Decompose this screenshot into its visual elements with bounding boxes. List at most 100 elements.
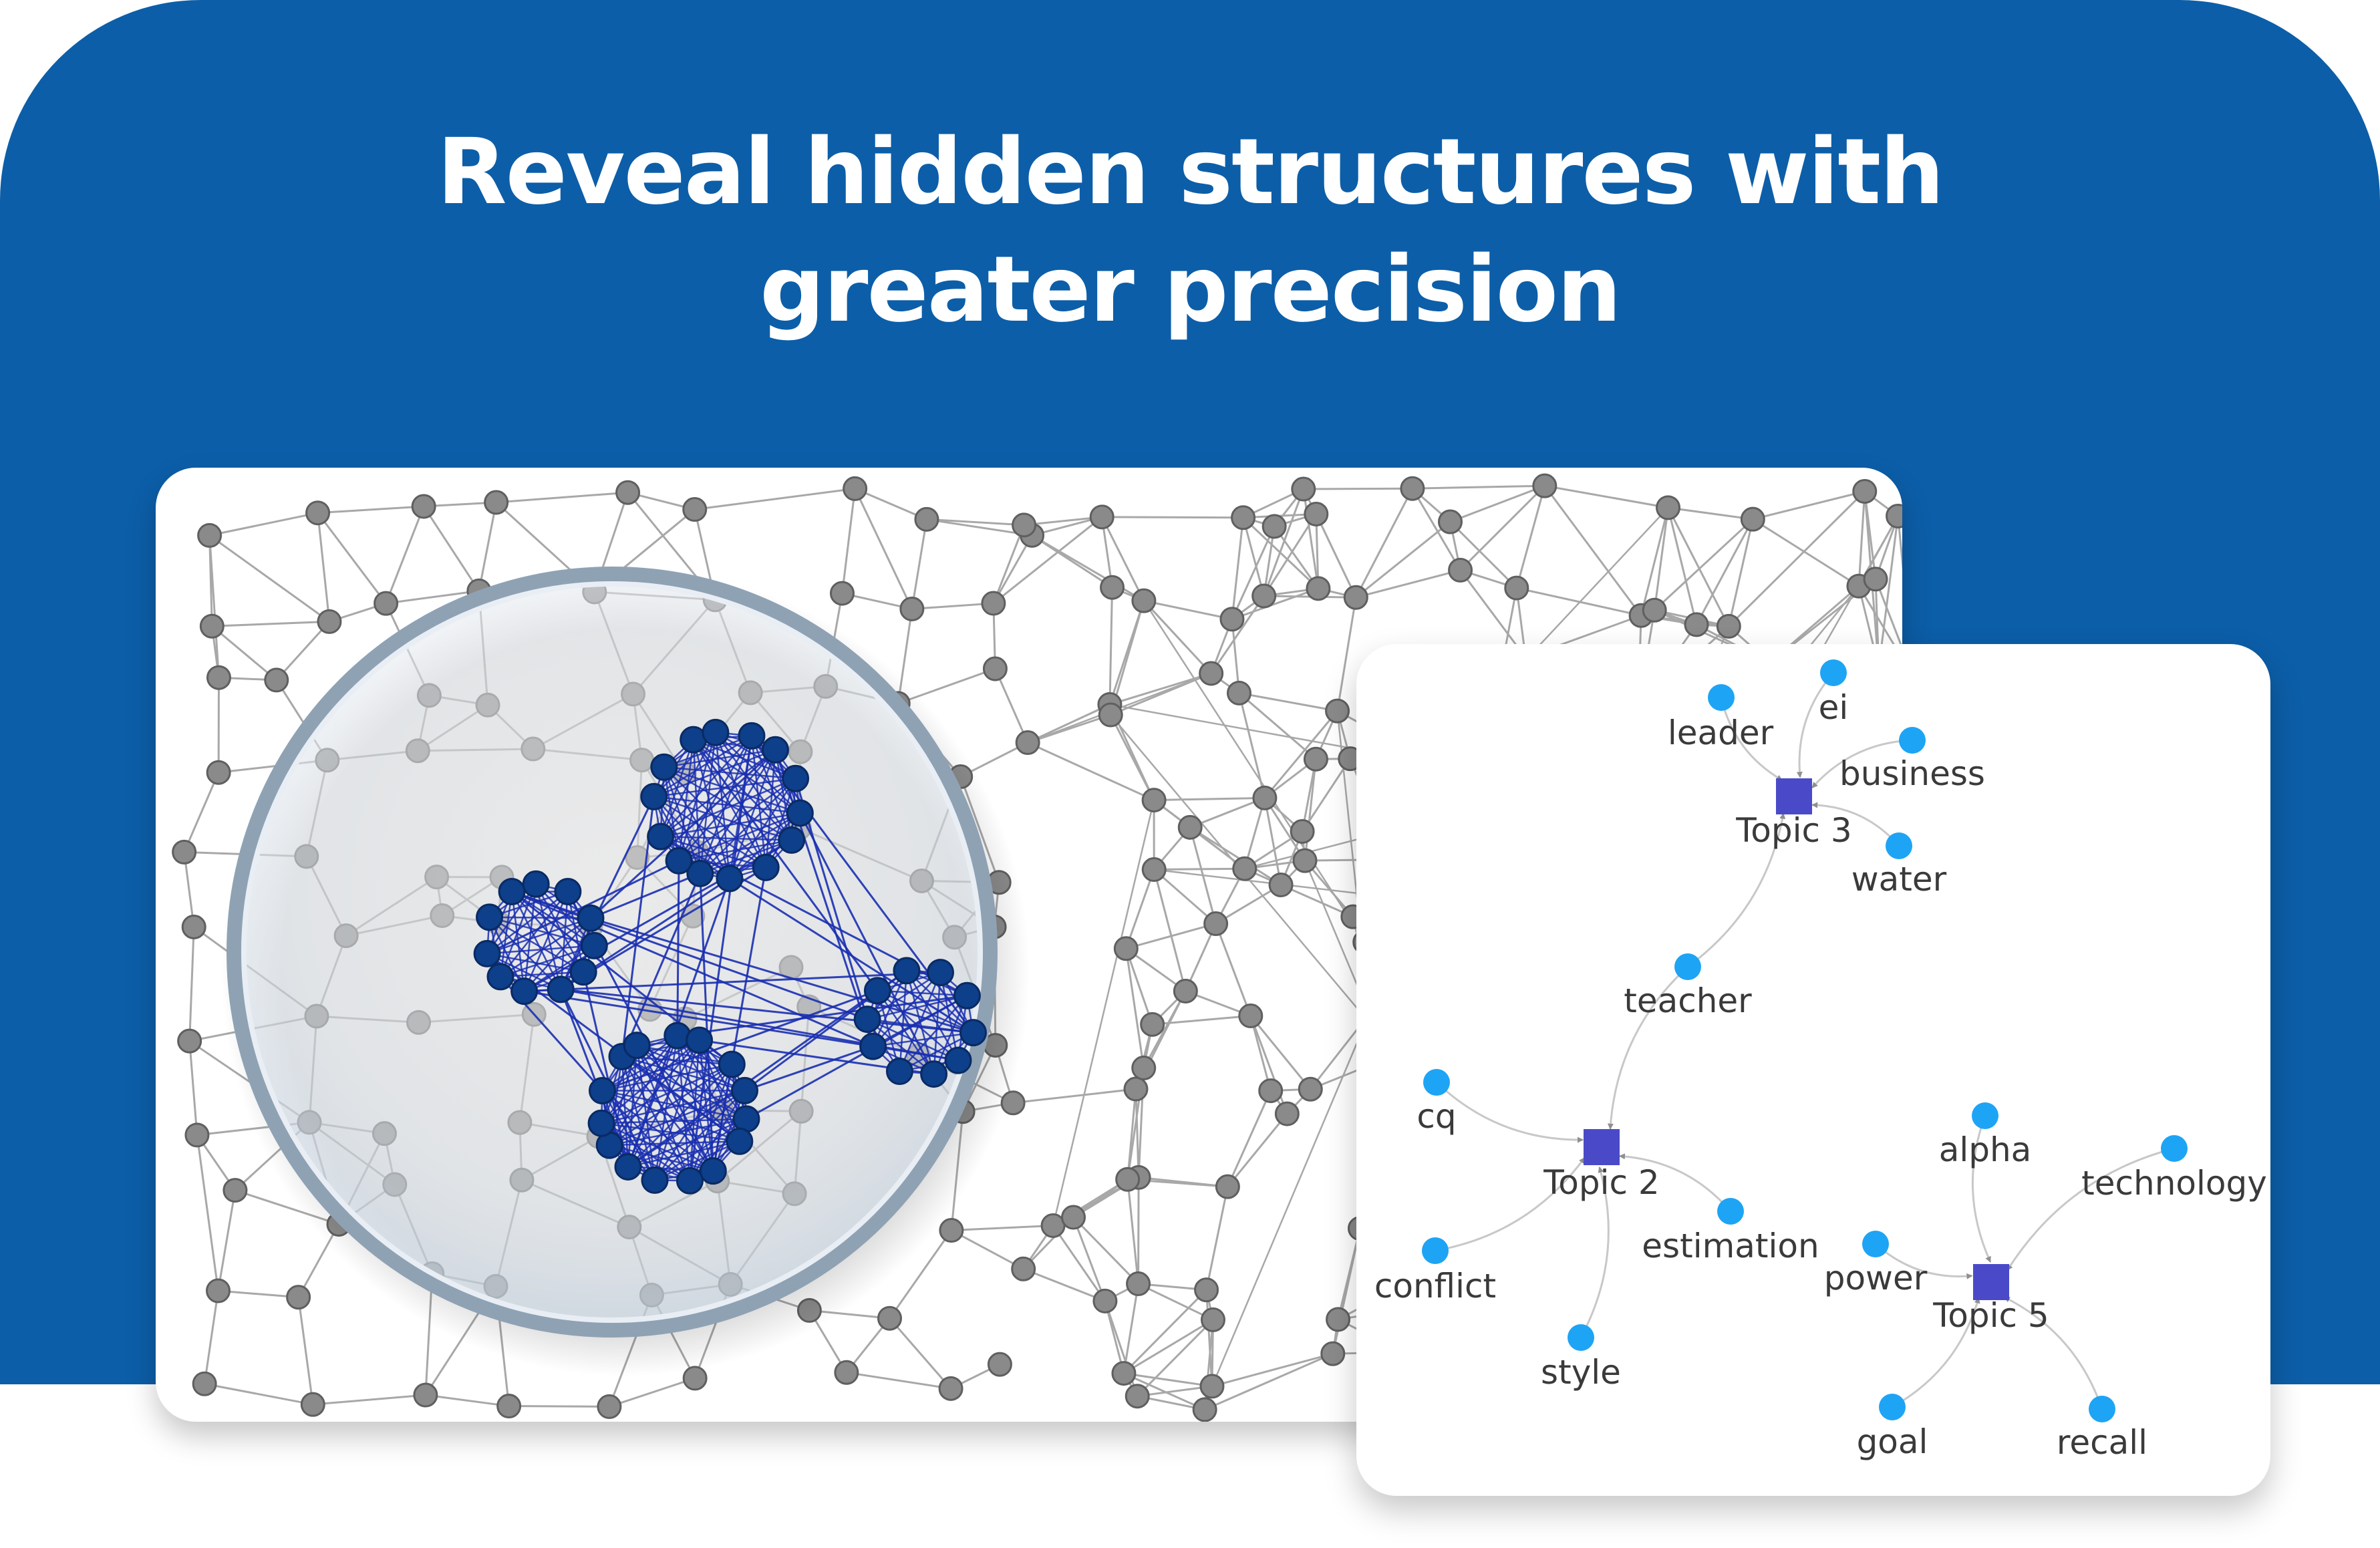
cluster-edge <box>728 749 776 879</box>
network-node <box>914 506 939 532</box>
network-edge <box>425 1394 509 1408</box>
network-edge <box>1072 1217 1106 1301</box>
cluster-node <box>614 1152 642 1181</box>
network-node <box>1343 585 1368 610</box>
cluster-edge <box>654 1090 746 1181</box>
cluster-edge <box>500 917 591 977</box>
network-node <box>1740 506 1765 532</box>
network-node <box>300 1392 325 1417</box>
network-node <box>1238 1003 1263 1029</box>
network-edge <box>1109 672 1212 706</box>
network-edge <box>317 512 331 622</box>
network-node <box>199 613 225 639</box>
network-edge <box>846 1371 951 1390</box>
network-node <box>938 1376 963 1401</box>
network-node <box>1298 1076 1323 1102</box>
network-node <box>1194 1277 1219 1303</box>
network-edge <box>889 1229 953 1320</box>
cluster-node <box>486 963 514 991</box>
word-node-goal[interactable] <box>1879 1394 1906 1420</box>
word-node-water[interactable] <box>1886 832 1912 859</box>
word-node-cq[interactable] <box>1423 1069 1450 1096</box>
edge-recall-t5 <box>2003 1296 2103 1410</box>
network-edge <box>1280 884 1354 918</box>
cluster-node <box>476 903 504 931</box>
network-node <box>1131 588 1157 613</box>
cluster-edge <box>601 1039 700 1092</box>
word-node-ei[interactable] <box>1820 659 1847 686</box>
cluster-node <box>554 878 582 906</box>
cluster-node <box>959 1019 987 1047</box>
word-node-teacher[interactable] <box>1674 953 1701 980</box>
word-node-style[interactable] <box>1568 1324 1594 1351</box>
network-edge <box>1459 485 1545 571</box>
network-edge <box>1752 490 1866 520</box>
cluster-edge <box>488 916 584 973</box>
word-label-business: business <box>1839 754 1985 793</box>
network-edge <box>204 1382 313 1406</box>
topic-node-t5[interactable] <box>1973 1264 2009 1300</box>
network-edge <box>1263 710 1338 799</box>
edge-alpha-t5 <box>1971 1115 1992 1263</box>
word-node-business[interactable] <box>1899 727 1926 754</box>
network-edge <box>1012 1088 1137 1104</box>
network-edge <box>1728 490 1866 627</box>
network-edge <box>1125 948 1145 1068</box>
word-node-technology[interactable] <box>2161 1135 2188 1162</box>
network-edge <box>1127 1179 1140 1284</box>
network-node <box>939 1218 964 1243</box>
network-edge <box>1544 484 1668 509</box>
network-edge <box>1752 518 1860 587</box>
topic-node-t2[interactable] <box>1584 1129 1620 1165</box>
lens-glass <box>235 575 990 1330</box>
network-node <box>192 1371 217 1396</box>
network-edge <box>218 1289 299 1299</box>
network-edge <box>1123 1289 1207 1374</box>
network-edge <box>1231 526 1276 620</box>
network-node <box>1215 1174 1240 1199</box>
network-edge <box>386 589 480 605</box>
cluster-edge <box>700 839 792 875</box>
word-node-estimation[interactable] <box>1717 1198 1744 1225</box>
network-node <box>1231 505 1256 530</box>
network-edge <box>1137 1385 1213 1398</box>
word-node-recall[interactable] <box>2089 1396 2115 1422</box>
cluster-edge <box>663 735 752 768</box>
cluster-edge <box>663 748 776 768</box>
word-node-alpha[interactable] <box>1972 1102 1998 1129</box>
network-node <box>1291 476 1316 502</box>
network-edge <box>1211 1014 1370 1387</box>
network-edge <box>1857 491 1866 587</box>
network-node <box>597 1394 622 1419</box>
network-edge <box>1052 800 1155 1226</box>
lens-rim <box>227 567 998 1338</box>
word-label-goal: goal <box>1857 1422 1928 1461</box>
word-node-power[interactable] <box>1862 1231 1889 1257</box>
network-node <box>411 494 436 519</box>
word-label-estimation: estimation <box>1642 1227 1819 1265</box>
network-edge <box>1215 923 1252 1017</box>
network-edge <box>1110 714 1397 1056</box>
edge-business-t3 <box>1811 739 1913 789</box>
word-node-conflict[interactable] <box>1422 1237 1449 1264</box>
cluster-edge <box>653 1040 700 1181</box>
topic-label-t3: Topic 3 <box>1735 811 1851 850</box>
network-edge <box>1263 798 1282 885</box>
topic-node-t3[interactable] <box>1776 778 1812 814</box>
network-edge <box>1143 599 1233 621</box>
cluster-edge <box>486 917 591 955</box>
network-node <box>1173 978 1198 1003</box>
network-edge <box>1354 488 1414 598</box>
network-edge <box>196 1134 219 1291</box>
network-edge <box>1412 484 1545 490</box>
network-edge <box>1123 1283 1140 1374</box>
word-node-leader[interactable] <box>1708 684 1735 711</box>
network-node <box>1437 509 1463 534</box>
network-edge <box>889 1318 952 1390</box>
network-node <box>877 1305 902 1331</box>
word-label-technology: technology <box>2081 1164 2267 1203</box>
network-edge <box>1137 1319 1214 1397</box>
network-edge <box>1727 518 1754 627</box>
network-node <box>1141 857 1167 883</box>
network-edge <box>1211 1352 1334 1388</box>
